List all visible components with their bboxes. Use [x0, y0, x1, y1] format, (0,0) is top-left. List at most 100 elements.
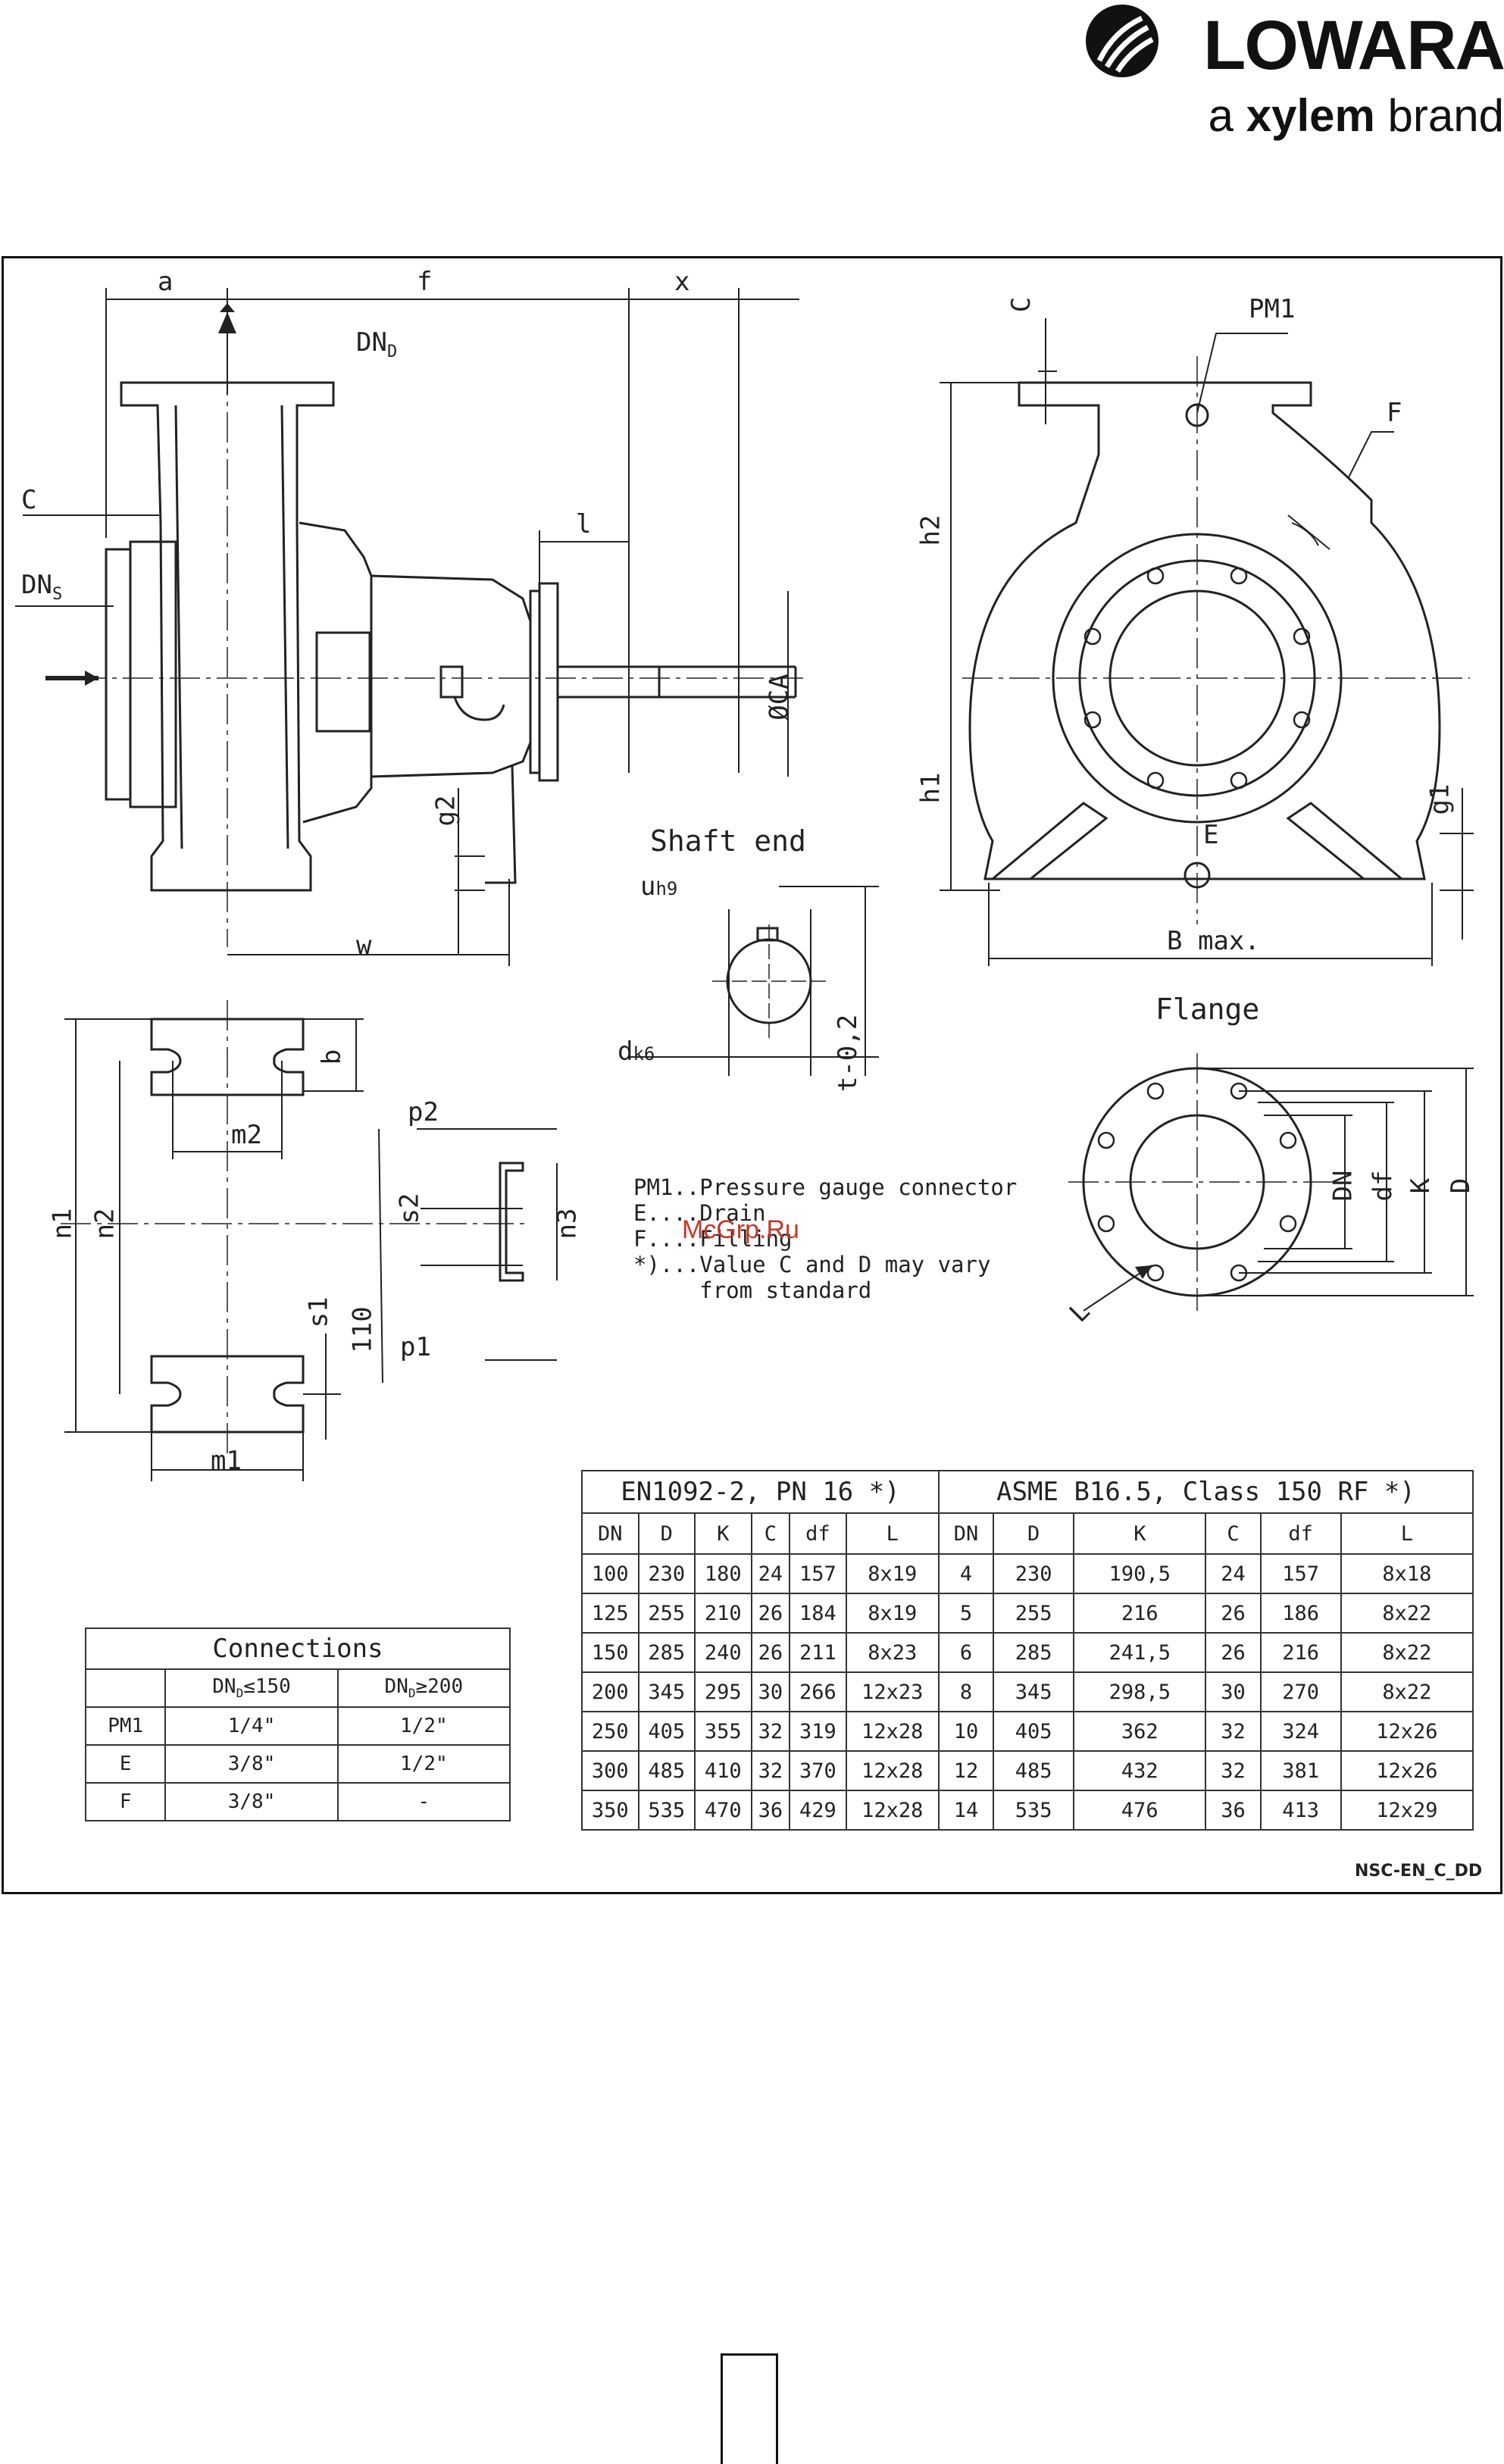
dim-a: a	[158, 267, 174, 297]
shaft-end-title: Shaft end	[650, 824, 806, 858]
header-cell: C	[1205, 1512, 1262, 1555]
lowara-logo-icon	[1086, 5, 1158, 77]
label-f-fill: F	[1387, 398, 1402, 428]
dim-dn-d: DND	[356, 327, 398, 361]
flange-cell: 355	[694, 1711, 752, 1752]
dim-t: t-0,2	[833, 1014, 864, 1093]
connections-cell: 3/8"	[164, 1782, 339, 1821]
connections-title: Connections	[85, 1628, 511, 1670]
flange-cell: 470	[694, 1790, 752, 1831]
flange-cell: 370	[789, 1750, 847, 1791]
connections-head-small: DND≤150	[164, 1668, 339, 1708]
header-cell: DN	[581, 1512, 639, 1555]
brand-block: LOWARA a xylem brand	[1080, 0, 1504, 152]
flange-cell: 32	[750, 1711, 791, 1752]
flange-cell: 345	[637, 1671, 696, 1712]
dim-l: l	[576, 509, 592, 539]
flange-cell: 36	[1205, 1790, 1262, 1831]
dim-g2: g2	[430, 795, 461, 827]
dim-x: x	[674, 267, 690, 297]
flange-cell: 26	[750, 1593, 791, 1634]
dim-n2: n2	[89, 1208, 120, 1240]
drawing-code: NSC-EN_C_DD	[1355, 1862, 1483, 1881]
flange-cell: 125	[581, 1593, 639, 1634]
flange-cell: 535	[637, 1790, 696, 1831]
flange-table-title-en: EN1092-2, PN 16 *)	[581, 1470, 940, 1514]
header-cell: L	[845, 1512, 940, 1555]
flange-cell: 26	[750, 1632, 791, 1673]
flange-cell: 210	[694, 1593, 752, 1634]
header-cell: K	[694, 1512, 752, 1555]
technical-drawing	[15, 288, 1474, 1481]
header-cell: DN	[937, 1512, 995, 1555]
connections-table: Connections DND≤150 DND≥200 PM1 1/4" 1/2…	[84, 1628, 511, 1821]
flange-cell: 12x28	[845, 1711, 940, 1752]
flange-cell: 241,5	[1073, 1632, 1207, 1673]
dim-p1: p1	[400, 1332, 431, 1362]
label-e-drain: E	[1203, 820, 1219, 850]
flange-cell: 230	[993, 1553, 1075, 1594]
drawing-frame	[2, 256, 1502, 1894]
flange-cell: 350	[581, 1790, 639, 1831]
flange-cell: 186	[1259, 1593, 1342, 1634]
label-pm1: PM1	[1249, 294, 1296, 324]
header-cell: df	[1259, 1512, 1342, 1555]
flange-cell: 10	[937, 1711, 995, 1752]
flange-cell: 6	[937, 1632, 995, 1673]
dim-c-top: C	[1006, 296, 1037, 313]
flange-cell: 8x23	[845, 1632, 940, 1673]
brand-tagline: a xylem brand	[1208, 90, 1504, 141]
connections-cell: 3/8"	[164, 1744, 339, 1784]
flange-cell: 100	[581, 1553, 639, 1594]
flange-cell: 410	[694, 1750, 752, 1791]
flange-cell: 200	[581, 1671, 639, 1712]
dim-b-max: B max.	[1167, 926, 1260, 956]
table-row: F 3/8" -	[84, 1782, 511, 1821]
flange-cell: 184	[789, 1593, 847, 1634]
flange-cell: 485	[637, 1750, 696, 1791]
flange-cell: 180	[694, 1553, 752, 1594]
flange-cell: 8x22	[1340, 1593, 1474, 1634]
header-cell: D	[637, 1512, 696, 1555]
flange-cell: 8	[937, 1671, 995, 1712]
flange-cell: 8x22	[1340, 1632, 1474, 1673]
flange-cell: 432	[1073, 1750, 1207, 1791]
dim-s2: s2	[394, 1193, 425, 1224]
connections-cell: E	[84, 1744, 167, 1784]
connections-cell: 1/2"	[336, 1744, 511, 1784]
flange-dim-k: K	[1406, 1177, 1437, 1194]
flange-cell: 240	[694, 1632, 752, 1673]
flange-cell: 255	[637, 1593, 696, 1634]
flange-dim-df: df	[1368, 1170, 1399, 1202]
flange-cell: 30	[1205, 1671, 1262, 1712]
table-row: E 3/8" 1/2"	[84, 1744, 511, 1784]
flange-cell: 381	[1259, 1750, 1342, 1791]
brand-logo-text: LOWARA	[1203, 7, 1504, 84]
flange-cell: 12x23	[845, 1671, 940, 1712]
flange-cell: 36	[750, 1790, 791, 1831]
flange-cell: 12	[937, 1750, 995, 1791]
flange-cell: 535	[993, 1790, 1075, 1831]
dim-n1: n1	[47, 1208, 78, 1240]
flange-table: EN1092-2, PN 16 *) ASME B16.5, Class 150…	[581, 1470, 1474, 1831]
flange-cell: 14	[937, 1790, 995, 1831]
flange-cell: 405	[993, 1711, 1075, 1752]
flange-cell: 476	[1073, 1790, 1207, 1831]
header-cell: D	[993, 1512, 1075, 1555]
flange-cell: 295	[694, 1671, 752, 1712]
connections-head-blank	[84, 1668, 167, 1708]
flange-cell: 298,5	[1073, 1671, 1207, 1712]
flange-cell: 285	[637, 1632, 696, 1673]
flange-cell: 150	[581, 1632, 639, 1673]
flange-dim-dn: DN	[1327, 1170, 1359, 1202]
dim-m1: m1	[211, 1446, 242, 1476]
dim-g1: g1	[1424, 783, 1456, 815]
dim-s1: s1	[303, 1296, 334, 1328]
flange-table-title-asme: ASME B16.5, Class 150 RF *)	[937, 1470, 1474, 1514]
